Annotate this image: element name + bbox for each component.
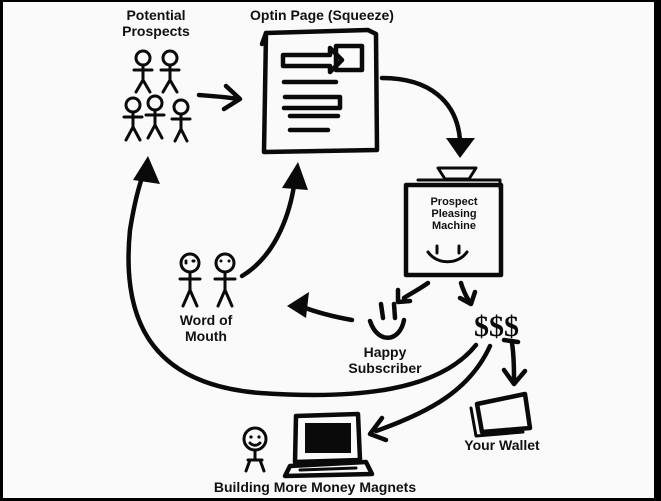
label-prospect-pleasing-machine: Prospect Pleasing Machine [430, 196, 478, 233]
arrow-to-wallet [501, 337, 528, 387]
arrow-to-word-of-mouth [287, 292, 355, 323]
label-happy-subscriber: Happy Subscriber [348, 344, 422, 376]
machine-icon [403, 166, 504, 278]
label-your-wallet: Your Wallet [464, 437, 540, 453]
word-of-mouth-figures-icon [178, 252, 237, 308]
wallet-icon [469, 391, 533, 438]
label-optin-page: Optin Page (Squeeze) [250, 7, 394, 23]
dollars-text: $$$ [474, 310, 519, 343]
arrow-to-money-magnets [367, 343, 493, 443]
person-at-computer-icon [242, 426, 268, 473]
dollars-icon: $$$ [474, 310, 519, 343]
arrow-loop-to-prospects [126, 156, 479, 398]
arrow-to-machine [379, 75, 475, 158]
arrow-to-subscriber [395, 280, 431, 305]
arrow-back-to-optin [239, 162, 308, 279]
arrow-to-optin [196, 83, 243, 112]
happy-face-icon [367, 301, 407, 340]
arrow-to-dollars [457, 280, 478, 307]
label-money-magnets: Building More Money Magnets [213, 479, 417, 495]
prospects-crowd-icon [122, 49, 192, 143]
label-word-of-mouth: Word of Mouth [179, 312, 233, 344]
computer-icon [282, 411, 375, 479]
label-potential-prospects: Potential Prospects [122, 7, 190, 39]
optin-page-icon [259, 27, 380, 155]
